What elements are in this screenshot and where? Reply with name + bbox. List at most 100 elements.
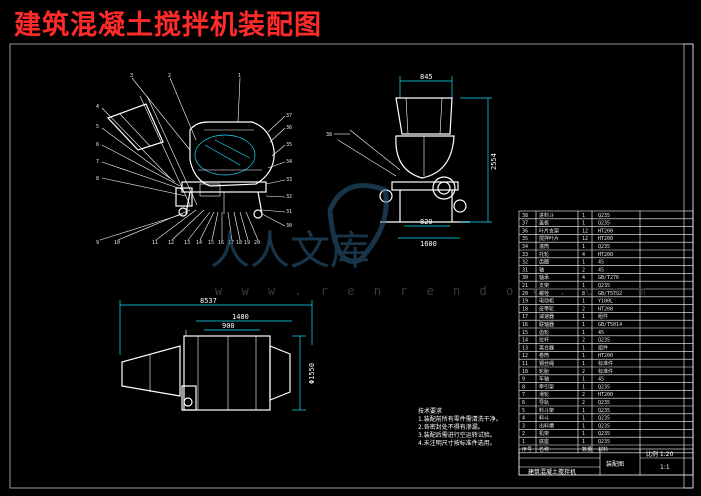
bom-cell: 15 bbox=[522, 330, 528, 336]
bom-cell: 滚筒 bbox=[539, 243, 549, 250]
watermark-url: w w w . r e n r e n d o c . c o m bbox=[215, 284, 652, 298]
balloon-label: 33 bbox=[286, 177, 292, 183]
dim-inner-length: 900 bbox=[222, 322, 235, 330]
balloon-label: 19 bbox=[244, 240, 250, 246]
balloon-label: 30 bbox=[286, 223, 292, 229]
bom-cell: Q235 bbox=[598, 283, 610, 289]
bom-cell: 进料斗 bbox=[539, 212, 554, 219]
bom-cell: 21 bbox=[522, 283, 528, 289]
bom-cell: 离合器 bbox=[539, 344, 554, 351]
bom-cell: 14 bbox=[522, 338, 528, 344]
bom-cell: Q235 bbox=[598, 338, 610, 344]
bom-cell: 12 bbox=[582, 236, 588, 242]
bom-cell: Q235 bbox=[598, 439, 610, 445]
notes-line: 3.装配后需进行空运转试验。 bbox=[418, 432, 496, 439]
bom-cell: 45 bbox=[598, 260, 604, 266]
notes-line: 1.装配前所有零件需清洗干净。 bbox=[418, 416, 502, 423]
bom-cell: 12 bbox=[522, 353, 528, 359]
balloon-label: 2 bbox=[168, 73, 171, 79]
bom-cell: 螺栓 bbox=[539, 290, 549, 297]
title-block: 装配图 比例 1:20 1:1 建筑混凝土搅拌机 bbox=[518, 448, 694, 476]
title-block-drawing-name: 装配图 bbox=[606, 460, 624, 468]
dim-height: 2554 bbox=[490, 153, 498, 170]
balloon-label: 3 bbox=[130, 73, 133, 79]
bom-cell: 联轴器 bbox=[539, 321, 554, 328]
bom-cell: 2 bbox=[582, 338, 585, 344]
balloon-label: 18 bbox=[236, 240, 242, 246]
bom-cell: 36 bbox=[522, 228, 528, 234]
bom-cell: HT200 bbox=[598, 306, 613, 312]
bom-cell: 减速器 bbox=[539, 313, 554, 320]
bom-cell: 34 bbox=[522, 244, 528, 250]
bom-cell: 1 bbox=[582, 377, 585, 383]
bom-cell: 3 bbox=[522, 423, 525, 429]
balloon-label: 13 bbox=[184, 240, 190, 246]
bom-cell: 12 bbox=[582, 228, 588, 234]
bom-cell: 2 bbox=[582, 400, 585, 406]
bom-cell: 8 bbox=[582, 291, 585, 297]
notes-heading: 技术要求 bbox=[418, 408, 443, 415]
bom-cell: 2 bbox=[582, 267, 585, 273]
bom-cell: 1 bbox=[582, 353, 585, 359]
bom-cell: 卷筒 bbox=[539, 352, 549, 359]
bom-cell: 35 bbox=[522, 236, 528, 242]
bom-cell: 18 bbox=[522, 306, 528, 312]
bom-cell: 20 bbox=[522, 291, 528, 297]
bom-cell: Q235 bbox=[598, 423, 610, 429]
bom-cell: 8 bbox=[522, 384, 525, 390]
bom-cell: Q235 bbox=[598, 408, 610, 414]
bom-cell: 1 bbox=[582, 361, 585, 367]
top-view bbox=[119, 300, 313, 411]
balloon-label: 37 bbox=[286, 113, 292, 119]
bom-cell: Y100L bbox=[598, 299, 613, 305]
bom-cell: 2 bbox=[522, 431, 525, 437]
dim-total-length: 8537 bbox=[200, 297, 217, 305]
bom-cell: HT200 bbox=[598, 353, 613, 359]
bom-cell: 38 bbox=[522, 213, 528, 219]
bom-cell: 标准件 bbox=[598, 368, 613, 375]
bom-cell: 2 bbox=[582, 369, 585, 375]
dim-top-width: 845 bbox=[420, 73, 433, 81]
balloon-label: 10 bbox=[114, 240, 120, 246]
bom-cell: 齿轮 bbox=[539, 329, 549, 336]
bom-cell: 1 bbox=[582, 345, 585, 351]
balloon-label: 16 bbox=[218, 240, 224, 246]
bom-cell: Q235 bbox=[598, 416, 610, 422]
bom-cell: HT200 bbox=[598, 236, 613, 242]
dim-drum-length: 1480 bbox=[232, 313, 249, 321]
bom-cell: 车轴 bbox=[539, 376, 549, 383]
bom-cell: 齿圈 bbox=[539, 260, 549, 266]
bom-cell: 6 bbox=[522, 400, 525, 406]
bom-cell: 5 bbox=[522, 408, 525, 414]
balloon-label: 20 bbox=[254, 240, 260, 246]
balloon-label: 8 bbox=[96, 176, 99, 182]
bom-cell: 1 bbox=[582, 439, 585, 445]
bom-cell: 45 bbox=[598, 330, 604, 336]
bom-cell: Q235 bbox=[598, 221, 610, 227]
watermark-logo-text: 人人文库 bbox=[210, 228, 370, 274]
bom-cell: 1 bbox=[582, 408, 585, 414]
drawing-title: 建筑混凝土搅拌机装配图 bbox=[14, 10, 322, 41]
bom-cell: HT200 bbox=[598, 392, 613, 398]
bom-cell: 托轮 bbox=[539, 251, 549, 258]
bom-cell: 1 bbox=[582, 299, 585, 305]
bom-cell: 料斗架 bbox=[539, 407, 554, 414]
notes-line: 4.未注明尺寸按标准件选用。 bbox=[418, 440, 496, 447]
bom-cell: 7 bbox=[522, 392, 525, 398]
bom-cell: 料斗 bbox=[539, 415, 549, 422]
balloon-label: 7 bbox=[96, 159, 99, 165]
bom-cell: 牵引架 bbox=[539, 383, 554, 390]
bom-cell: 4 bbox=[582, 275, 585, 281]
bom-cell: 32 bbox=[522, 260, 528, 266]
bom-cell: 底座 bbox=[539, 438, 549, 445]
notes-line: 2.各密封处不得有渗漏。 bbox=[418, 424, 484, 431]
bom-cell: 皮带轮 bbox=[539, 305, 554, 312]
bom-cell: 1 bbox=[522, 439, 525, 445]
watermark-logo: 人人文库 bbox=[210, 183, 389, 274]
bom-cell: GB/T5014 bbox=[598, 322, 622, 328]
bom-cell: 11 bbox=[522, 361, 528, 367]
balloon-label: 14 bbox=[196, 240, 202, 246]
bom-cell: Q235 bbox=[598, 400, 610, 406]
bom-cell: GB/T5782 bbox=[598, 291, 622, 297]
bom-cell: 31 bbox=[522, 267, 528, 273]
